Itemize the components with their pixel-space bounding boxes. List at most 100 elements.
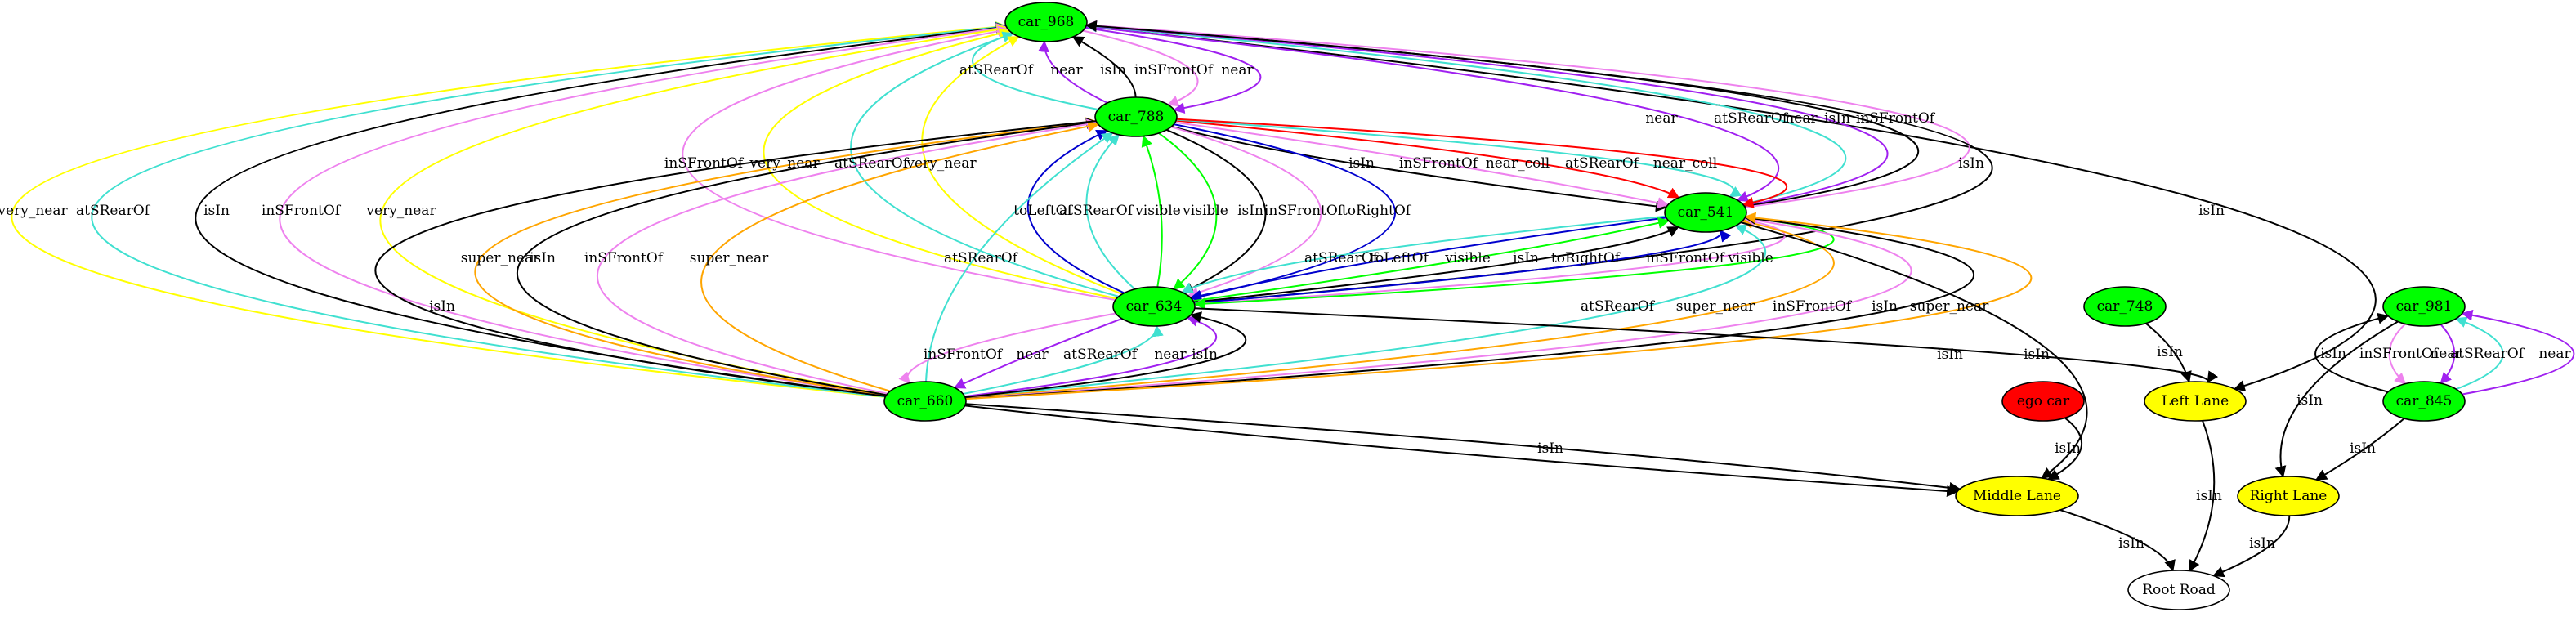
edge-label: isIn	[2320, 346, 2346, 362]
edge-label: inSFrontOf	[1646, 250, 1726, 266]
edge-car_845-car_981-isIn	[2314, 312, 2390, 393]
node-label: car_634	[1126, 298, 1183, 315]
edge-label: visible	[1727, 250, 1773, 266]
edge-label: near	[1645, 110, 1678, 127]
edge-label: isIn	[2024, 347, 2050, 363]
edge-car_634-car_541-toRightOf	[1194, 230, 1732, 304]
node-right_lane: Right Lane	[2237, 476, 2340, 516]
node-ellipse	[883, 381, 967, 422]
edge-left_lane-root_road-isIn	[2189, 420, 2216, 572]
edge-car_788-car_541-inSFrontOf	[1174, 121, 1670, 209]
edge-car_634-car_660-near	[953, 317, 1123, 389]
edge-label: atSRearOf	[1565, 155, 1640, 172]
edge-label: atSRearOf	[1304, 250, 1380, 266]
edge-car_634-car_660-inSFrontOf	[898, 312, 1116, 384]
edge-label: isIn	[2198, 203, 2225, 219]
edge-car_788-car_634-inSFrontOf	[1170, 126, 1322, 298]
edge-car_660-middle_lane-isIn	[965, 403, 1961, 494]
edge-car_634-car_968-very_near	[763, 28, 1117, 300]
edge-car_981-right_lane-isIn	[2274, 320, 2399, 478]
edge-car_660-car_968-very_near	[11, 20, 1008, 398]
edge-label: near	[1154, 347, 1187, 363]
edge-car_660-car_541-atSRearOf	[964, 224, 1767, 399]
edge-label: isIn	[2055, 440, 2081, 457]
edge-label: near	[2538, 346, 2571, 362]
edge-label: near	[1221, 62, 1254, 78]
edge-label: near	[1016, 347, 1049, 363]
edge-car_788-car_541-near_coll	[1176, 119, 1680, 199]
edge-label: super_near	[690, 250, 769, 266]
edge-label: very_near	[365, 203, 436, 219]
node-ego_car: ego car	[2001, 381, 2085, 422]
node-car_845: car_845	[2382, 381, 2466, 422]
node-middle_lane: Middle Lane	[1955, 476, 2079, 516]
edge-car_788-car_541-near_coll	[1176, 118, 1788, 208]
edge-car_748-left_lane-isIn	[2144, 322, 2192, 383]
edge-car_845-right_lane-isIn	[2314, 418, 2405, 481]
edge-label: isIn	[1872, 298, 1898, 315]
edge-label: near	[1785, 110, 1818, 127]
edge-car_541-car_634-visible	[1193, 216, 1835, 310]
edge-label: visible	[1444, 250, 1491, 266]
edge-car_541-car_968-near	[1085, 20, 1889, 207]
edge-label: inSFrontOf	[1134, 62, 1214, 78]
node-ellipse	[2144, 381, 2247, 422]
edge-car_788-car_634-isIn	[1166, 128, 1267, 294]
edge-label: super_near	[1910, 298, 1989, 315]
edge-car_660-car_968-atSRearOf	[91, 21, 1008, 398]
node-ellipse	[1664, 192, 1747, 233]
edge-car_541-car_968-atSRearOf	[1085, 20, 1847, 205]
node-label: car_788	[1108, 109, 1165, 125]
edge-label: inSFrontOf	[262, 203, 342, 219]
edge-label: near	[1050, 62, 1083, 78]
edge-label: isIn	[2196, 488, 2222, 504]
edge-label: super_near	[461, 250, 540, 266]
edge-label: inSFrontOf	[1264, 203, 1344, 219]
edge-car_634-car_788-toLeftOf	[1027, 129, 1125, 294]
edge-label: atSRearOf	[1059, 203, 1134, 219]
node-root_road: Root Road	[2127, 570, 2230, 610]
edge-label: super_near	[1676, 298, 1755, 315]
node-label: car_981	[2396, 298, 2453, 315]
edge-car_788-car_541-isIn	[1171, 125, 1667, 212]
edge-label: isIn	[1237, 203, 1263, 219]
edge-car_968-car_541-near	[1085, 25, 1780, 203]
edge-label: toRightOf	[1551, 250, 1621, 266]
edge-label: visible	[1134, 203, 1181, 219]
edge-car_541-middle_lane-isIn	[1740, 221, 2088, 479]
edge-car_981-car_845-inSFrontOf	[2388, 323, 2407, 385]
edge-label: very_near	[0, 203, 68, 219]
edge-car_634-car_788-atSRearOf	[1085, 133, 1136, 290]
edge-label: inSFrontOf	[2359, 346, 2440, 362]
edge-label: isIn	[2296, 392, 2323, 409]
edge-label: isIn	[1937, 347, 1963, 363]
edge-label: isIn	[2157, 344, 2183, 360]
edges-layer	[11, 20, 2575, 578]
edge-car_634-car_788-visible	[1141, 135, 1163, 288]
node-label: car_748	[2097, 298, 2153, 315]
edge-label: inSFrontOf	[1856, 110, 1936, 127]
edge-car_660-car_968-inSFrontOf	[279, 23, 1008, 396]
node-label: car_660	[897, 393, 954, 409]
node-car_968: car_968	[1004, 2, 1088, 42]
edge-label: toRightOf	[1342, 203, 1412, 219]
edge-car_788-middle_lane-isIn	[374, 120, 1959, 498]
edge-car_660-car_634-atSRearOf	[963, 324, 1164, 395]
edge-car_660-car_541-inSFrontOf	[965, 214, 1912, 400]
edge-label: atSRearOf	[834, 155, 910, 172]
node-car_541: car_541	[1664, 192, 1747, 233]
edge-car_634-car_968-isIn	[1085, 20, 1993, 304]
node-car_788: car_788	[1094, 96, 1178, 137]
edge-car_634-car_968-atSRearOf	[850, 31, 1120, 297]
edge-right_lane-root_road-isIn	[2212, 515, 2291, 578]
edge-label: isIn	[1348, 155, 1375, 172]
edge-car_634-car_541-visible	[1192, 217, 1670, 302]
node-ellipse	[1094, 96, 1178, 137]
edge-car_660-car_541-super_near	[965, 212, 2033, 400]
edge-label: isIn	[203, 203, 230, 219]
node-ellipse	[2083, 286, 2167, 327]
node-ellipse	[2382, 381, 2466, 422]
edge-car_660-car_788-super_near	[474, 117, 1098, 396]
